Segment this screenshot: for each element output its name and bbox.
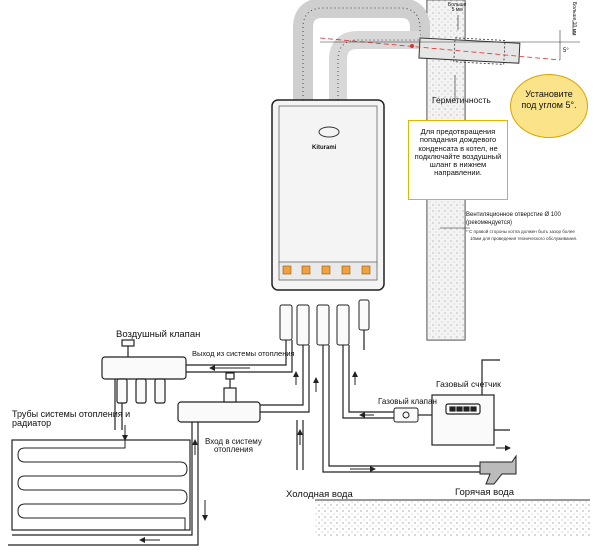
- tightness-label: Герметичность: [432, 95, 491, 105]
- clearance-label: Больше 5 мм: [448, 2, 467, 14]
- boiler-valves: [279, 299, 370, 346]
- flexible-flue-hose: [293, 0, 430, 100]
- heating-inlet-label: Вход в систему отопления: [205, 437, 262, 455]
- heating-pipes-label: Трубы системы отопления и радиатор: [12, 409, 131, 429]
- gas-meter-label: Газовый счетчик: [436, 379, 501, 389]
- outlet-manifold: [101, 339, 187, 404]
- hot-water-faucet: [479, 454, 517, 485]
- pipes: [8, 330, 510, 546]
- ground: [315, 499, 590, 536]
- floor-heating-coil: [11, 439, 191, 531]
- heating-outlet-label: Выход из системы отопления: [192, 349, 295, 358]
- gas-meter: [431, 394, 495, 446]
- boiler-brand: Kiturami: [312, 145, 337, 151]
- vent-note-line-2: 10мм для проведения технического обслужи…: [470, 236, 578, 241]
- cold-water-label: Холодная вода: [286, 489, 353, 500]
- install-angle-note: Установите под углом 5°.: [510, 74, 588, 138]
- air-valve-label: Воздушный клапан: [116, 329, 201, 340]
- leader-lines: [440, 15, 574, 229]
- gas-valve-label: Газовый клапан: [378, 397, 437, 406]
- vent-recommended-label: (рекомендуется): [466, 220, 512, 226]
- angle-mark-label: 5°: [563, 48, 569, 54]
- boiler: [271, 99, 385, 291]
- flue-pipe: [319, 30, 580, 65]
- boiler-connection-nozzles: [282, 265, 371, 275]
- vent-hole-label: Вентиляционное отверстие Ø 100: [466, 212, 561, 218]
- gas-valve: [393, 407, 419, 423]
- vent-note-line-1: * С правой стороны котла должен быть заз…: [466, 229, 575, 234]
- flow-arrows: [122, 365, 511, 543]
- top-right-clearance-label: Больше 10 мм: [571, 2, 577, 36]
- hot-water-label: Горячая вода: [455, 487, 514, 498]
- inlet-manifold: [177, 372, 261, 423]
- rain-condensate-note: Для предотвращения попадания дождевого к…: [408, 120, 508, 200]
